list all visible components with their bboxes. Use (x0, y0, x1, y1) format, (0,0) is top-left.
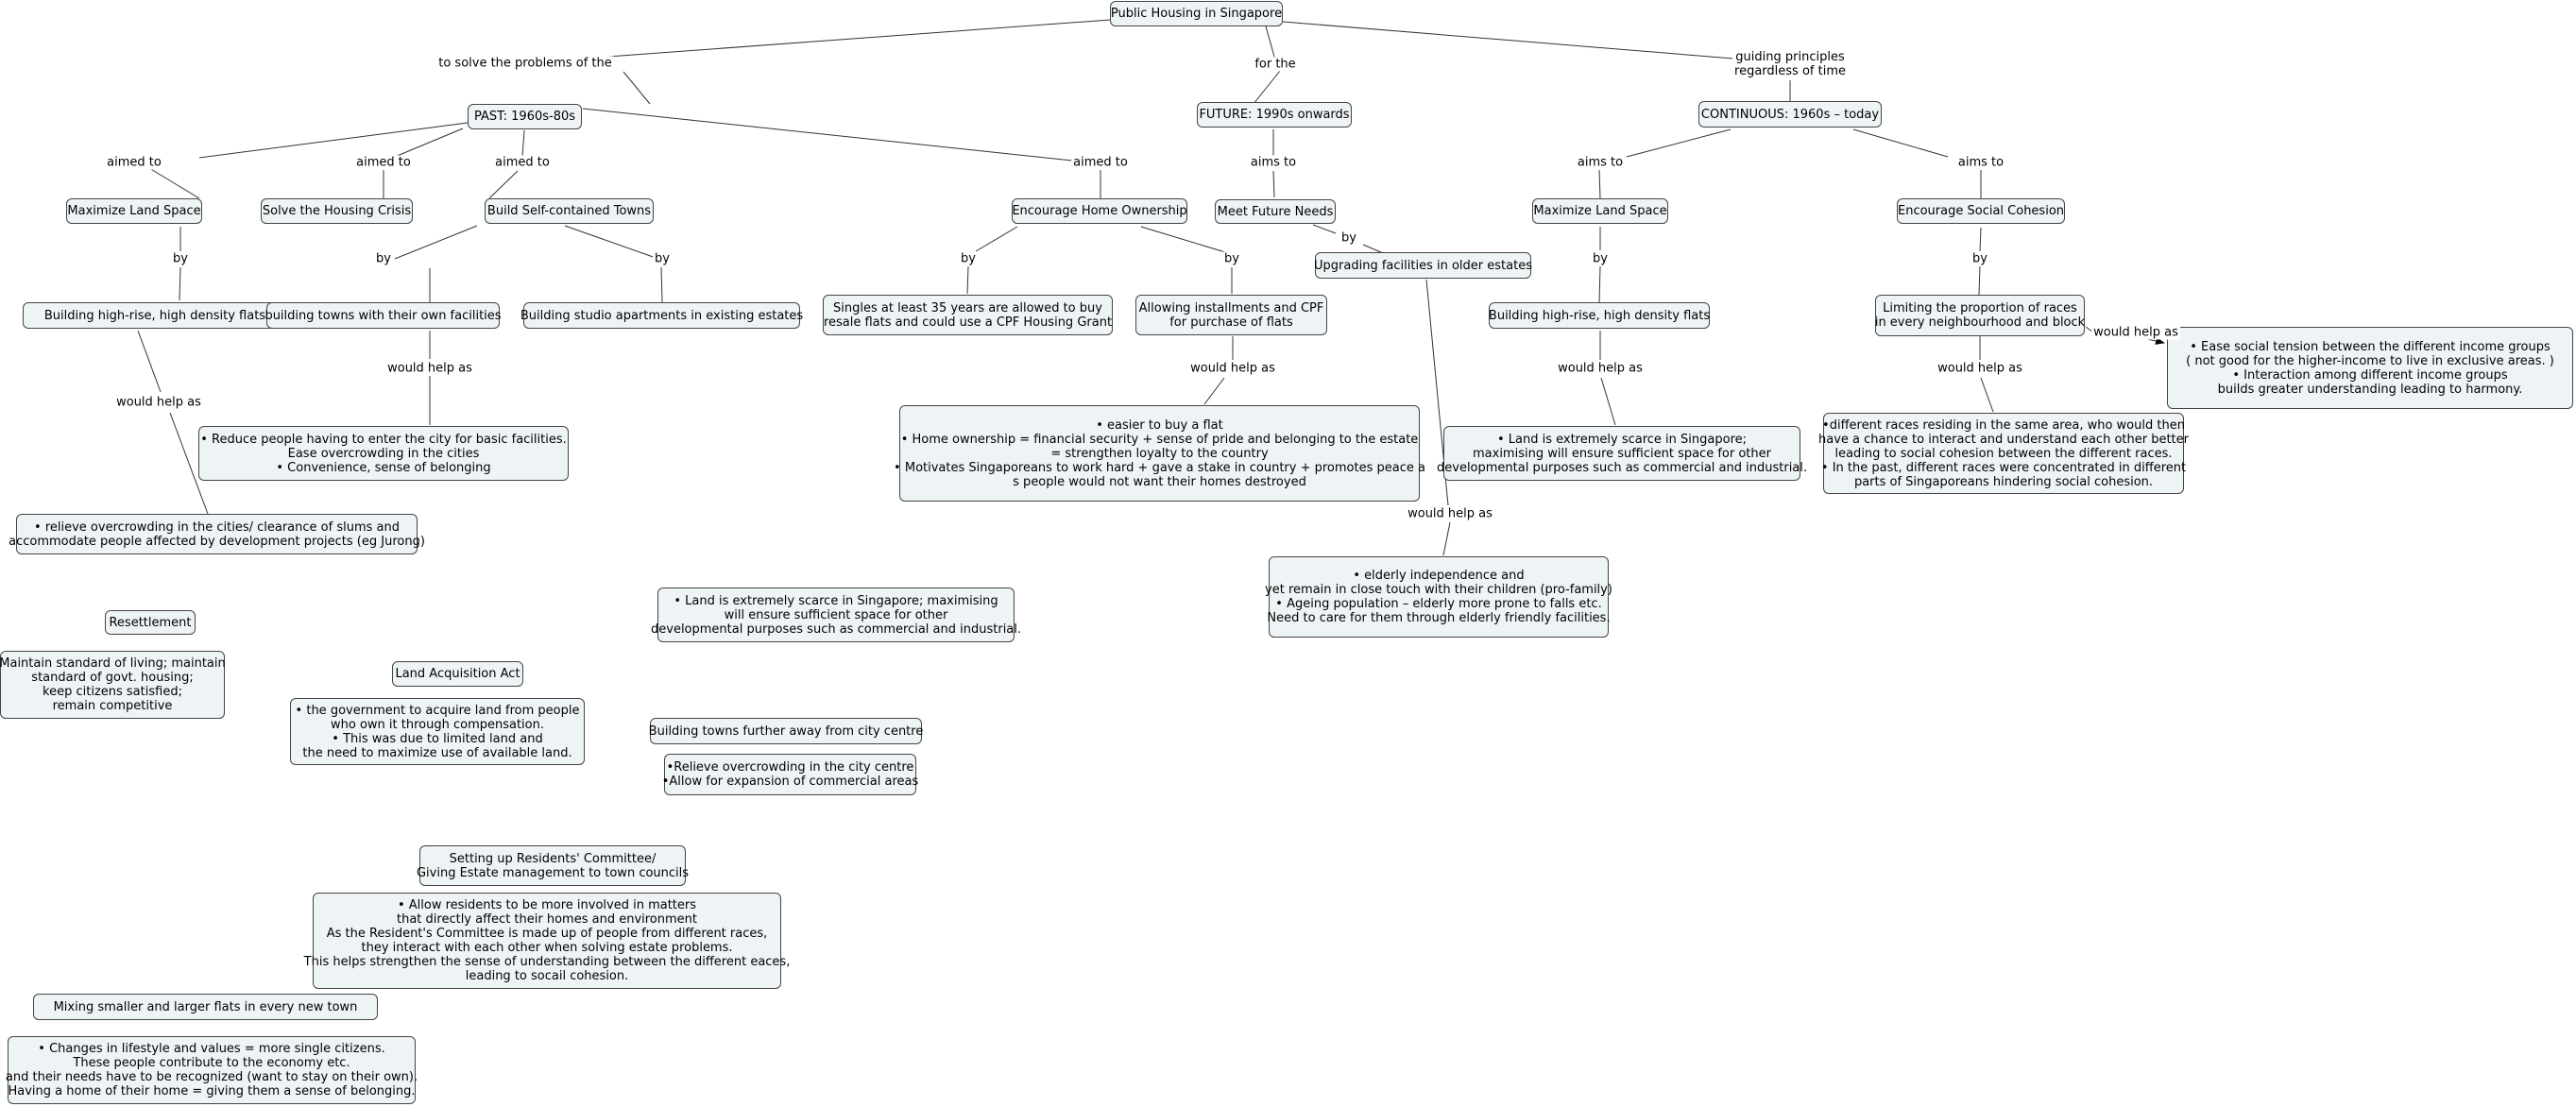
link-would-help-as: would help as (385, 361, 474, 376)
link-aims-to: aims to (1575, 155, 1626, 170)
concept-residents-committee: Setting up Residents' Committee/ Giving … (417, 845, 689, 886)
concept-encourage-social-cohesion: Encourage Social Cohesion (1897, 198, 2065, 224)
concept-land-scarce-continuous: • Land is extremely scarce in Singapore;… (1437, 426, 1807, 481)
concept-installments-cpf: Allowing installments and CPF for purcha… (1135, 295, 1327, 335)
concept-lifestyle-changes: • Changes in lifestyle and values = more… (6, 1036, 418, 1104)
concept-continuous: CONTINUOUS: 1960s – today (1698, 101, 1882, 128)
concept-past-highrise: Building high-rise, high density flats (23, 302, 287, 329)
link-would-help-as: would help as (1406, 506, 1494, 521)
link-aimed-to: aimed to (354, 155, 413, 170)
link-solve-problems: to solve the problems of the (436, 56, 614, 71)
link-by: by (1222, 251, 1241, 266)
concept-relieve-city-centre: •Relieve overcrowding in the city centre… (662, 754, 918, 795)
concept-towns-further-away: Building towns further away from city ce… (649, 718, 923, 744)
concept-self-contained-towns: Build Self-contained Towns (485, 198, 654, 224)
link-by: by (653, 251, 672, 266)
concept-different-races: •different races residing in the same ar… (1818, 413, 2189, 494)
concept-towns-own-facilities: building towns with their own facilities (264, 302, 502, 329)
link-aims-to: aims to (1248, 155, 1299, 170)
concept-singles: Singles at least 35 years are allowed to… (823, 295, 1113, 335)
concept-studio-apartments: Building studio apartments in existing e… (520, 302, 803, 329)
concept-reduce-travel: • Reduce people having to enter the city… (198, 426, 569, 481)
concept-meet-future-needs: Meet Future Needs (1215, 199, 1336, 224)
concept-cont-highrise: Building high-rise, high density flats (1489, 302, 1710, 329)
link-would-help-as: would help as (114, 395, 203, 410)
link-aimed-to: aimed to (105, 155, 163, 170)
link-for-the: for the (1253, 57, 1298, 72)
concept-encourage-home-ownership: Encourage Home Ownership (1012, 198, 1187, 224)
link-guiding-principles: guiding principles regardless of time (1732, 50, 1848, 78)
concept-solve-housing-crisis: Solve the Housing Crisis (261, 198, 413, 224)
concept-easier-to-buy: • easier to buy a flat • Home ownership … (894, 405, 1425, 502)
concept-land-scarce-floating: • Land is extremely scarce in Singapore;… (651, 588, 1021, 642)
concept-limiting-races: Limiting the proportion of races in ever… (1875, 295, 2085, 336)
concept-government-acquire: • the government to acquire land from pe… (290, 698, 585, 765)
link-by: by (959, 251, 978, 266)
concept-future: FUTURE: 1990s onwards (1197, 102, 1352, 128)
link-by: by (1970, 251, 1989, 266)
concept-mixing-flats: Mixing smaller and larger flats in every… (33, 994, 378, 1020)
concept-ease-social-tension: • Ease social tension between the differ… (2167, 327, 2573, 409)
concept-past: PAST: 1960s-80s (468, 104, 582, 129)
concept-resettlement: Resettlement (105, 610, 196, 635)
concept-maintain-standard: Maintain standard of living; maintain st… (0, 651, 226, 719)
concept-relieve-overcrowding: • relieve overcrowding in the cities/ cl… (9, 514, 425, 554)
link-aimed-to: aimed to (493, 155, 552, 170)
link-by: by (171, 251, 190, 266)
link-aimed-to: aimed to (1071, 155, 1130, 170)
concept-upgrading-facilities: Upgrading facilities in older estates (1314, 252, 1532, 279)
concept-land-acquisition-act: Land Acquisition Act (392, 661, 523, 687)
link-by: by (1339, 230, 1358, 246)
link-by: by (374, 251, 393, 266)
link-aims-to: aims to (1955, 155, 2006, 170)
concept-past-maximize-land: Maximize Land Space (66, 198, 202, 224)
concept-cont-maximize-land: Maximize Land Space (1532, 198, 1668, 224)
link-would-help-as: would help as (1556, 361, 1645, 376)
concept-root: Public Housing in Singapore (1110, 1, 1283, 26)
link-would-help-as: would help as (1936, 361, 2024, 376)
concept-allow-residents: • Allow residents to be more involved in… (304, 893, 790, 989)
link-by: by (1591, 251, 1610, 266)
link-would-help-as: would help as (2091, 325, 2180, 340)
concept-elderly-independence: • elderly independence and yet remain in… (1265, 556, 1612, 638)
link-would-help-as: would help as (1188, 361, 1277, 376)
